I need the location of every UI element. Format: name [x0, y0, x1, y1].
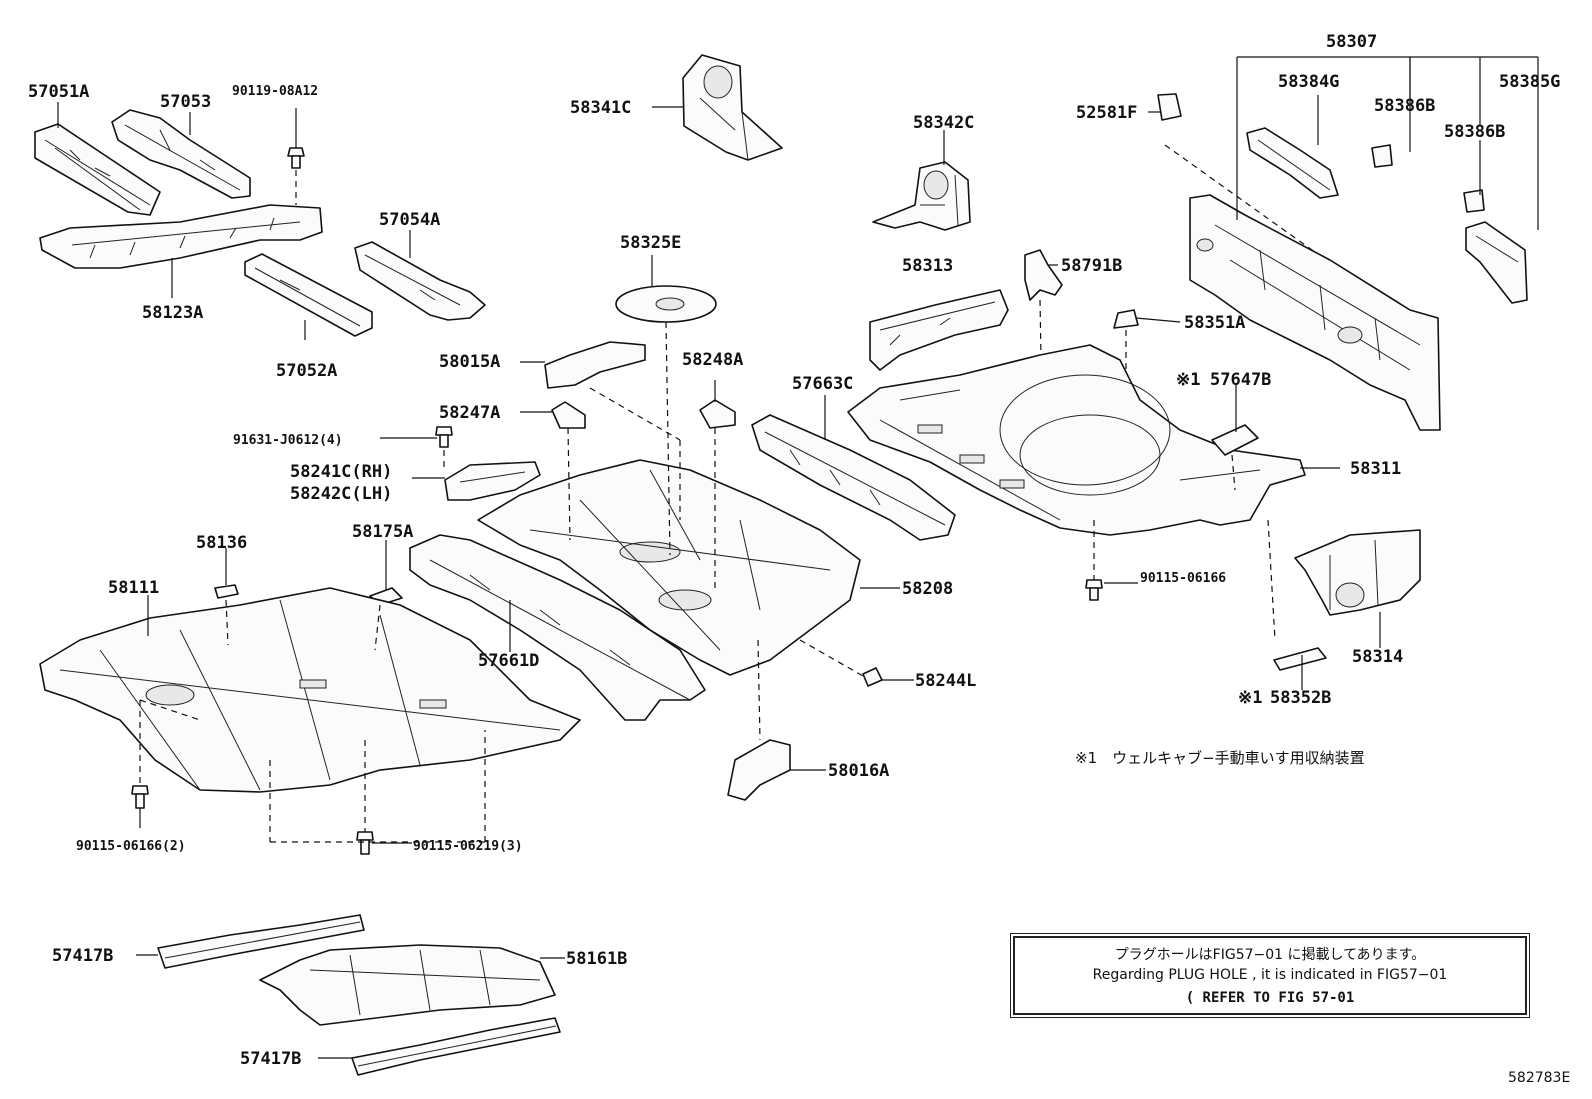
- part-58325e-drawing: [615, 285, 717, 323]
- bolt-90115-06219-3-drawing: [356, 831, 374, 855]
- label-57417b-lower[interactable]: 57417B: [240, 1049, 301, 1069]
- figure-id: 582783E: [1508, 1070, 1571, 1086]
- footnote-welcab: ※1 ウェルキャブ−手動車いす用収納装置: [1075, 749, 1365, 767]
- label-58351a[interactable]: 58351A: [1184, 313, 1245, 333]
- bolt-90115-06166-2-drawing: [131, 785, 149, 809]
- part-58244l-drawing: [862, 667, 883, 687]
- part-58248a-drawing: [699, 399, 736, 429]
- label-52581f[interactable]: 52581F: [1076, 103, 1137, 123]
- part-58136-drawing: [214, 584, 239, 599]
- label-90115-06166-2[interactable]: 90115-06166(2): [76, 839, 186, 854]
- label-57647b[interactable]: 57647B: [1210, 370, 1271, 390]
- part-58208-drawing: [477, 459, 861, 676]
- part-58016a-drawing: [727, 739, 791, 801]
- part-57661d-drawing: [409, 534, 706, 721]
- part-58123a-drawing: [39, 204, 323, 269]
- part-58311-drawing: [847, 344, 1306, 536]
- label-58791b[interactable]: 58791B: [1061, 256, 1122, 276]
- label-58016a[interactable]: 58016A: [828, 761, 889, 781]
- label-57051a[interactable]: 57051A: [28, 82, 89, 102]
- label-57661d[interactable]: 57661D: [478, 651, 539, 671]
- part-58314-drawing: [1294, 529, 1421, 616]
- part-58111-drawing: [39, 587, 581, 793]
- part-58342c-drawing: [872, 161, 971, 231]
- label-91631-j0612[interactable]: 91631-J0612(4): [233, 433, 343, 448]
- label-58123a[interactable]: 58123A: [142, 303, 203, 323]
- label-57052a[interactable]: 57052A: [276, 361, 337, 381]
- label-58242c[interactable]: 58242C(LH): [290, 484, 392, 504]
- plug-hole-note: プラグホールはFIG57−01 に掲載してあります。 Regarding PLU…: [1010, 933, 1530, 1018]
- bolt-91631-j0612-drawing: [435, 426, 453, 448]
- part-57052a-drawing: [244, 253, 373, 337]
- label-58341c[interactable]: 58341C: [570, 98, 631, 118]
- part-57417b-upper-drawing: [157, 914, 365, 969]
- part-labels: 58307 57051A 57053 90119-08A12 58341C 52…: [28, 32, 1560, 1069]
- part-58015a-drawing: [544, 341, 646, 389]
- label-58307[interactable]: 58307: [1326, 32, 1377, 52]
- label-58175a[interactable]: 58175A: [352, 522, 413, 542]
- part-58386b-clip-1-drawing: [1371, 144, 1393, 168]
- label-58352b[interactable]: 58352B: [1270, 688, 1331, 708]
- part-57417b-lower-drawing: [351, 1017, 561, 1076]
- note-line-english: Regarding PLUG HOLE , it is indicated in…: [1092, 967, 1448, 983]
- part-57053-drawing: [111, 109, 251, 199]
- label-57417b-upper[interactable]: 57417B: [52, 946, 113, 966]
- part-58241c-58242c-drawing: [444, 461, 541, 501]
- label-58386b-2[interactable]: 58386B: [1444, 122, 1505, 142]
- label-58385g[interactable]: 58385G: [1499, 72, 1560, 92]
- label-58342c[interactable]: 58342C: [913, 113, 974, 133]
- label-58313[interactable]: 58313: [902, 256, 953, 276]
- label-58325e[interactable]: 58325E: [620, 233, 681, 253]
- label-58241c[interactable]: 58241C(RH): [290, 462, 392, 482]
- part-58352b-drawing: [1267, 519, 1327, 671]
- note-line-japanese: プラグホールはFIG57−01 に掲載してあります。: [1114, 947, 1426, 963]
- marker-star-58352b: ※1: [1238, 688, 1262, 708]
- label-57663c[interactable]: 57663C: [792, 374, 853, 394]
- marker-star-57647b: ※1: [1176, 370, 1200, 390]
- label-58208[interactable]: 58208: [902, 579, 953, 599]
- part-58307-drawing: [1189, 194, 1441, 431]
- label-90115-06219-3[interactable]: 90115-06219(3): [413, 839, 523, 854]
- label-58111[interactable]: 58111: [108, 578, 159, 598]
- label-58384g[interactable]: 58384G: [1278, 72, 1339, 92]
- label-58314[interactable]: 58314: [1352, 647, 1403, 667]
- label-57053[interactable]: 57053: [160, 92, 211, 112]
- label-58386b-1[interactable]: 58386B: [1374, 96, 1435, 116]
- label-90115-06166-rear[interactable]: 90115-06166: [1140, 571, 1226, 586]
- leader-lines: [57, 56, 1539, 1059]
- part-58386b-clip-2-drawing: [1463, 189, 1485, 213]
- label-58311[interactable]: 58311: [1350, 459, 1401, 479]
- label-58161b[interactable]: 58161B: [566, 949, 627, 969]
- label-58247a[interactable]: 58247A: [439, 403, 500, 423]
- part-57663c-drawing: [751, 414, 956, 541]
- bolt-90119-08a12-drawing: [287, 147, 305, 205]
- label-58248a[interactable]: 58248A: [682, 350, 743, 370]
- part-58313-drawing: [869, 289, 1009, 371]
- part-58385g-drawing: [1465, 221, 1528, 304]
- label-58244l[interactable]: 58244L: [915, 671, 976, 691]
- part-58247a-drawing: [551, 401, 586, 429]
- part-58384g-drawing: [1246, 127, 1339, 199]
- bolt-90115-06166-rear-drawing: [1085, 579, 1103, 601]
- label-58015a[interactable]: 58015A: [439, 352, 500, 372]
- dashed-assembly-lines: [139, 321, 1236, 843]
- label-57054a[interactable]: 57054A: [379, 210, 440, 230]
- part-57647b-drawing: [1211, 424, 1259, 456]
- part-57054a-drawing: [354, 241, 486, 321]
- note-line-refer[interactable]: ( REFER TO FIG 57-01: [1185, 990, 1355, 1006]
- part-58161b-drawing: [259, 944, 556, 1026]
- part-58341c-drawing: [682, 54, 783, 161]
- label-90119-08a12[interactable]: 90119-08A12: [232, 84, 318, 99]
- label-58136[interactable]: 58136: [196, 533, 247, 553]
